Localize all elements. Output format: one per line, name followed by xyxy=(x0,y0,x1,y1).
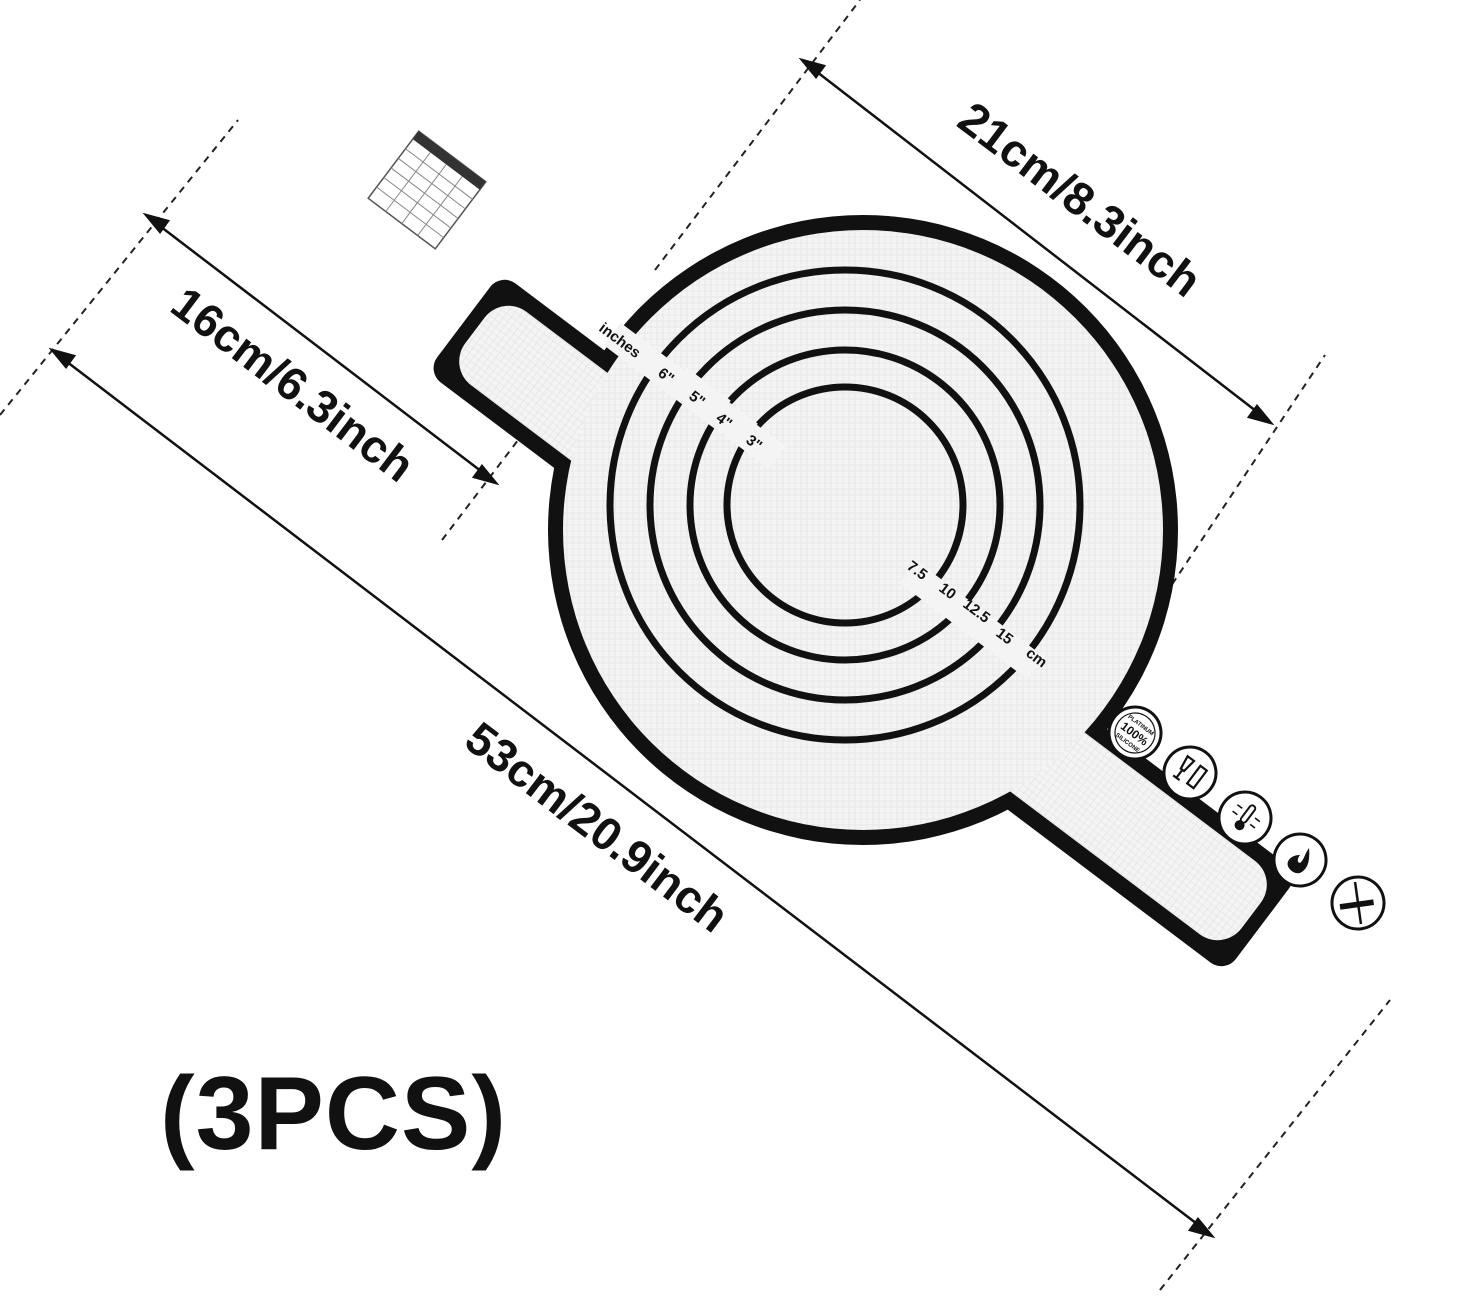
measurement-rings xyxy=(606,266,1084,744)
baking-mat: inches 6" 5" 4" 3" 7.5 10 12.5 15 cm xyxy=(367,130,1386,967)
ring-4in xyxy=(686,346,1004,664)
silicone-badge: PLATINUM 100% SILICONE xyxy=(1107,705,1163,761)
cm-mark-15: 15 xyxy=(993,625,1017,649)
ring-5in xyxy=(646,306,1044,704)
food-safe-icon xyxy=(1162,745,1218,801)
quantity-label: (3PCS) xyxy=(160,1056,507,1172)
cm-mark-10: 10 xyxy=(936,580,960,604)
handle-length-label: 16cm/6.3inch xyxy=(162,276,424,491)
ring-6in xyxy=(606,266,1084,744)
flame-icon xyxy=(1272,832,1328,888)
no-knife-icon xyxy=(1330,875,1386,931)
temperature-icon xyxy=(1217,790,1273,846)
ring-3in xyxy=(723,383,967,627)
conversion-chart-icon xyxy=(367,130,487,250)
dimension-arrows xyxy=(48,57,1275,1239)
